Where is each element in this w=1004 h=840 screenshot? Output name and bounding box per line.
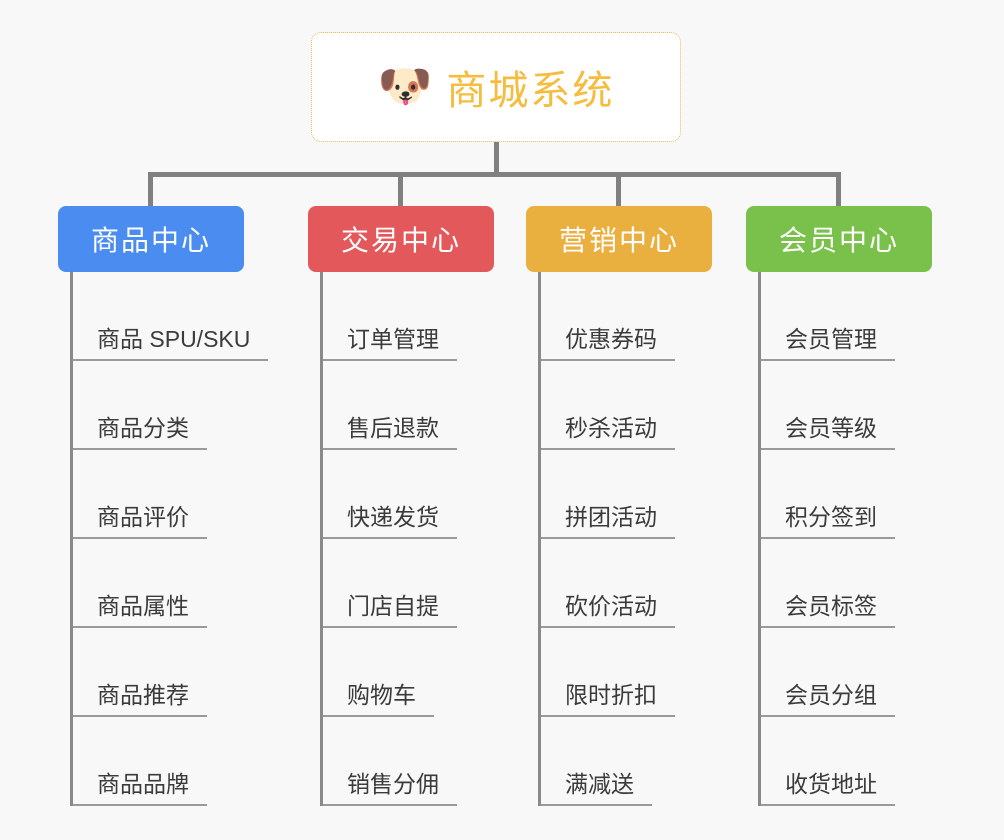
list-item[interactable]: 售后退款 xyxy=(323,361,538,450)
list-item[interactable]: 秒杀活动 xyxy=(541,361,756,450)
list-item[interactable]: 会员分组 xyxy=(761,628,976,717)
connector-drop-product-center xyxy=(148,172,153,206)
root-node[interactable]: 🐶 商城系统 xyxy=(311,32,681,142)
list-item[interactable]: 商品评价 xyxy=(73,450,288,539)
list-item-label: 会员等级 xyxy=(761,415,895,450)
connector-drop-trade-center xyxy=(398,172,403,206)
list-item-label: 售后退款 xyxy=(323,415,457,450)
root-title: 商城系统 xyxy=(446,69,615,113)
list-item-label: 商品推荐 xyxy=(73,682,207,717)
column-member-center: 会员中心 会员管理 会员等级 积分签到 会员标签 会员分组 收货地址 xyxy=(746,206,976,806)
item-list-trade-center: 订单管理 售后退款 快递发货 门店自提 购物车 销售分佣 xyxy=(320,272,538,806)
list-item[interactable]: 商品属性 xyxy=(73,539,288,628)
list-item-label: 快递发货 xyxy=(323,504,457,539)
category-label: 商品中心 xyxy=(90,225,211,256)
list-item[interactable]: 商品 SPU/SKU xyxy=(73,272,288,361)
list-item-label: 订单管理 xyxy=(323,326,457,361)
connector-stem xyxy=(494,142,499,176)
list-item[interactable]: 会员等级 xyxy=(761,361,976,450)
category-label: 营销中心 xyxy=(558,225,679,256)
list-item[interactable]: 积分签到 xyxy=(761,450,976,539)
list-item[interactable]: 收货地址 xyxy=(761,717,976,806)
column-trade-center: 交易中心 订单管理 售后退款 快递发货 门店自提 购物车 销售分佣 xyxy=(308,206,538,806)
list-item-label: 会员管理 xyxy=(761,326,895,361)
list-item-label: 商品 SPU/SKU xyxy=(73,326,269,361)
dog-face-icon: 🐶 xyxy=(377,62,433,111)
list-item[interactable]: 砍价活动 xyxy=(541,539,756,628)
list-item[interactable]: 会员标签 xyxy=(761,539,976,628)
list-item-label: 会员分组 xyxy=(761,682,895,717)
list-item[interactable]: 商品分类 xyxy=(73,361,288,450)
list-item-label: 销售分佣 xyxy=(323,771,457,806)
list-item[interactable]: 限时折扣 xyxy=(541,628,756,717)
list-item-label: 商品属性 xyxy=(73,593,207,628)
list-item[interactable]: 会员管理 xyxy=(761,272,976,361)
list-item-label: 商品评价 xyxy=(73,504,207,539)
category-header-trade-center[interactable]: 交易中心 xyxy=(308,206,494,272)
category-label: 会员中心 xyxy=(778,225,899,256)
list-item-label: 满减送 xyxy=(541,771,652,806)
list-item-label: 限时折扣 xyxy=(541,682,675,717)
list-item-label: 收货地址 xyxy=(761,771,895,806)
connector-drop-member-center xyxy=(836,172,841,206)
list-item-label: 商品分类 xyxy=(73,415,207,450)
list-item[interactable]: 商品推荐 xyxy=(73,628,288,717)
category-header-product-center[interactable]: 商品中心 xyxy=(58,206,244,272)
list-item-label: 积分签到 xyxy=(761,504,895,539)
list-item-label: 秒杀活动 xyxy=(541,415,675,450)
connector-drop-marketing-center xyxy=(616,172,621,206)
column-product-center: 商品中心 商品 SPU/SKU 商品分类 商品评价 商品属性 商品推荐 商品品牌 xyxy=(58,206,288,806)
column-marketing-center: 营销中心 优惠券码 秒杀活动 拼团活动 砍价活动 限时折扣 满减送 xyxy=(526,206,756,806)
list-item-label: 优惠券码 xyxy=(541,326,675,361)
list-item[interactable]: 销售分佣 xyxy=(323,717,538,806)
list-item[interactable]: 订单管理 xyxy=(323,272,538,361)
category-label: 交易中心 xyxy=(340,225,461,256)
item-list-member-center: 会员管理 会员等级 积分签到 会员标签 会员分组 收货地址 xyxy=(758,272,976,806)
list-item[interactable]: 门店自提 xyxy=(323,539,538,628)
list-item-label: 购物车 xyxy=(323,682,434,717)
list-item-label: 门店自提 xyxy=(323,593,457,628)
list-item[interactable]: 优惠券码 xyxy=(541,272,756,361)
list-item[interactable]: 满减送 xyxy=(541,717,756,806)
list-item-label: 砍价活动 xyxy=(541,593,675,628)
item-list-product-center: 商品 SPU/SKU 商品分类 商品评价 商品属性 商品推荐 商品品牌 xyxy=(70,272,288,806)
list-item[interactable]: 商品品牌 xyxy=(73,717,288,806)
list-item[interactable]: 购物车 xyxy=(323,628,538,717)
list-item-label: 拼团活动 xyxy=(541,504,675,539)
category-header-member-center[interactable]: 会员中心 xyxy=(746,206,932,272)
connector-bus xyxy=(148,172,841,177)
list-item[interactable]: 快递发货 xyxy=(323,450,538,539)
list-item[interactable]: 拼团活动 xyxy=(541,450,756,539)
list-item-label: 商品品牌 xyxy=(73,771,207,806)
item-list-marketing-center: 优惠券码 秒杀活动 拼团活动 砍价活动 限时折扣 满减送 xyxy=(538,272,756,806)
category-header-marketing-center[interactable]: 营销中心 xyxy=(526,206,712,272)
list-item-label: 会员标签 xyxy=(761,593,895,628)
